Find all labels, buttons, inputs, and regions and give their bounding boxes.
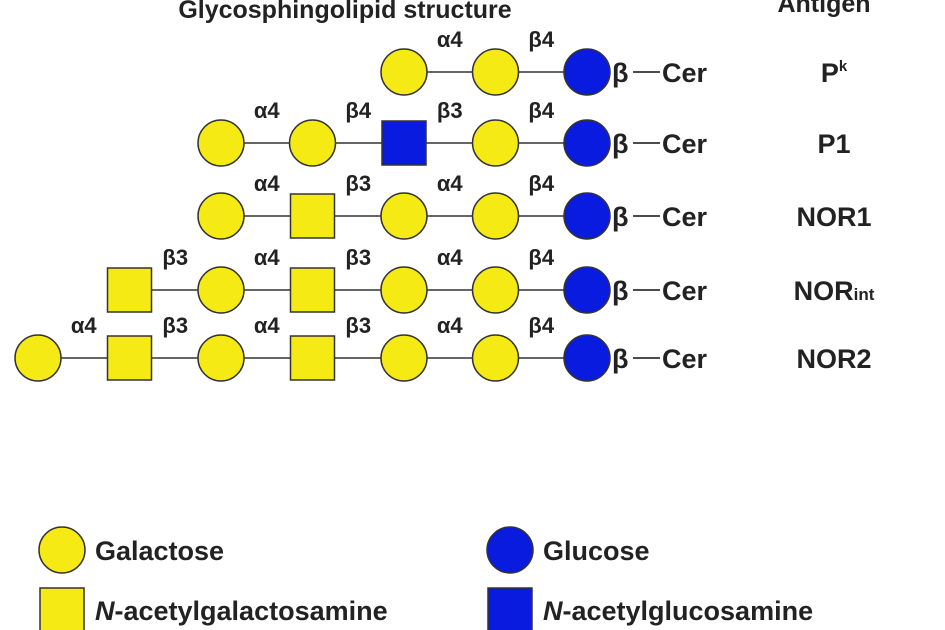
antigen-name: NOR1 bbox=[796, 202, 871, 232]
galactose-icon bbox=[471, 334, 520, 382]
legend-item: Glucose bbox=[486, 526, 650, 574]
galactose-icon bbox=[197, 266, 245, 314]
legend-label-text: -acetylgalactosamine bbox=[115, 596, 388, 626]
galactose-icon bbox=[471, 119, 520, 167]
glucose-icon bbox=[563, 334, 611, 382]
linkage-label: α4 bbox=[437, 171, 464, 196]
ceramide-linkage: β bbox=[612, 58, 628, 88]
glucose-icon bbox=[486, 526, 534, 574]
antigen-name: P bbox=[821, 58, 839, 88]
legend-label-text: Galactose bbox=[95, 536, 224, 566]
structure-row: α4 β4 β Cer Pk bbox=[380, 27, 848, 96]
galactose-icon bbox=[380, 192, 428, 240]
linkage-label: α4 bbox=[437, 313, 464, 338]
galactose-icon bbox=[197, 334, 245, 382]
legend-item: N-acetylglucosamine bbox=[487, 587, 813, 630]
antigen-name: NOR bbox=[794, 276, 854, 306]
structure-row: α4 β4 β3 β4 β Cer P1 bbox=[197, 98, 851, 167]
legend-label-italic: N bbox=[95, 596, 115, 626]
n-acetylgalactosamine-icon bbox=[289, 335, 336, 381]
antigen-label: NOR2 bbox=[796, 344, 871, 374]
legend-label: N-acetylglucosamine bbox=[543, 596, 813, 626]
ceramide-label: Cer bbox=[662, 202, 708, 232]
linkage-label: β4 bbox=[528, 27, 554, 52]
n-acetylgalactosamine-icon bbox=[106, 335, 153, 381]
antigen-header: Antigen bbox=[777, 0, 870, 18]
galactose-icon bbox=[380, 334, 428, 382]
galactose-icon bbox=[197, 192, 245, 240]
glucose-icon bbox=[563, 48, 611, 96]
linkage-label: α4 bbox=[254, 245, 281, 270]
galactose-icon bbox=[197, 119, 245, 167]
linkage-label: β4 bbox=[345, 98, 371, 123]
ceramide-label: Cer bbox=[662, 129, 708, 159]
antigen-subscript: int bbox=[854, 285, 875, 304]
legend-label-text: -acetylglucosamine bbox=[563, 596, 814, 626]
linkage-label: α4 bbox=[254, 171, 281, 196]
galactose-icon bbox=[471, 192, 520, 240]
linkage-label: β3 bbox=[162, 245, 188, 270]
linkage-label: α4 bbox=[254, 98, 281, 123]
n-acetylgalactosamine-icon bbox=[289, 193, 336, 239]
linkage-label: β3 bbox=[345, 313, 371, 338]
linkage-label: β3 bbox=[345, 171, 371, 196]
n-acetylglucosamine-icon bbox=[381, 120, 427, 166]
legend-label: N-acetylgalactosamine bbox=[95, 596, 388, 626]
ceramide-label: Cer bbox=[662, 58, 708, 88]
structure-row: α4 β3 α4 β4 β Cer NOR1 bbox=[197, 171, 872, 240]
legend-label-text: Glucose bbox=[543, 536, 650, 566]
linkage-label: β4 bbox=[528, 171, 554, 196]
galactose-icon bbox=[380, 48, 428, 96]
structure-row: α4 β3 α4 β3 α4 β4 β Cer NOR2 bbox=[14, 313, 872, 382]
linkage-label: β3 bbox=[345, 245, 371, 270]
glucose-icon bbox=[563, 192, 611, 240]
legend-item: Galactose bbox=[38, 526, 224, 574]
linkage-label: β3 bbox=[162, 313, 188, 338]
n-acetylgalactosamine-icon bbox=[39, 587, 85, 630]
ceramide-linkage: β bbox=[612, 276, 628, 306]
legend-label-italic: N bbox=[543, 596, 563, 626]
linkage-label: α4 bbox=[437, 27, 464, 52]
antigen-label: NORint bbox=[794, 276, 875, 306]
antigen-name: P1 bbox=[817, 129, 850, 159]
galactose-icon bbox=[14, 334, 62, 382]
ceramide-label: Cer bbox=[662, 276, 708, 306]
antigen-superscript: k bbox=[839, 58, 848, 75]
glucose-icon bbox=[563, 119, 611, 167]
structure-header: Glycosphingolipid structure bbox=[178, 0, 511, 24]
linkage-label: β4 bbox=[528, 245, 554, 270]
glucose-icon bbox=[563, 266, 611, 314]
antigen-label: Pk bbox=[821, 58, 848, 88]
linkage-label: α4 bbox=[71, 313, 98, 338]
ceramide-label: Cer bbox=[662, 344, 708, 374]
linkage-label: α4 bbox=[254, 313, 281, 338]
n-acetylgalactosamine-icon bbox=[106, 267, 153, 313]
legend-item: N-acetylgalactosamine bbox=[39, 587, 388, 630]
ceramide-linkage: β bbox=[612, 344, 628, 374]
antigen-name: NOR2 bbox=[796, 344, 871, 374]
linkage-label: α4 bbox=[437, 245, 464, 270]
linkage-label: β4 bbox=[528, 313, 554, 338]
legend-label: Glucose bbox=[543, 536, 650, 566]
galactose-icon bbox=[288, 119, 337, 167]
galactose-icon bbox=[471, 48, 520, 96]
galactose-icon bbox=[471, 266, 520, 314]
linkage-label: β4 bbox=[528, 98, 554, 123]
galactose-icon bbox=[380, 266, 428, 314]
legend-label: Galactose bbox=[95, 536, 224, 566]
ceramide-linkage: β bbox=[612, 202, 628, 232]
ceramide-linkage: β bbox=[612, 129, 628, 159]
structure-row: β3 α4 β3 α4 β4 β Cer NORint bbox=[106, 245, 875, 314]
galactose-icon bbox=[38, 526, 86, 574]
linkage-label: β3 bbox=[437, 98, 463, 123]
n-acetylglucosamine-icon bbox=[487, 587, 533, 630]
antigen-label: P1 bbox=[817, 129, 850, 159]
n-acetylgalactosamine-icon bbox=[289, 267, 336, 313]
antigen-label: NOR1 bbox=[796, 202, 871, 232]
